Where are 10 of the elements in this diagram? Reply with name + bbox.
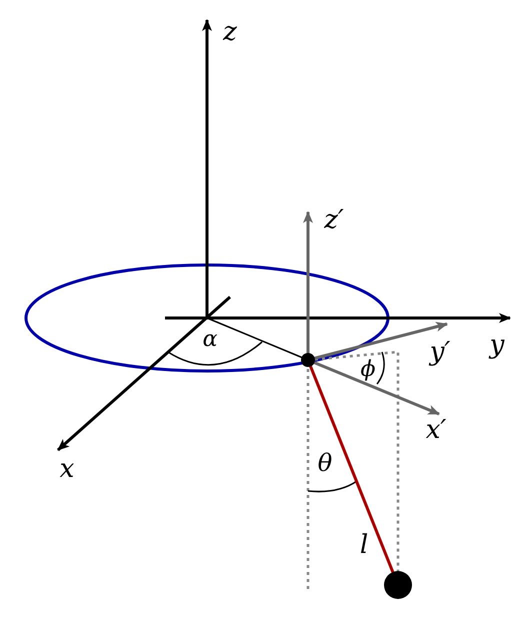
- angle-label: ϕ: [360, 359, 376, 381]
- axis-label: z′: [324, 207, 344, 233]
- axis-label: y: [490, 332, 504, 358]
- axis-label: z: [223, 19, 237, 45]
- angle-label: α: [202, 329, 218, 351]
- angle-label: θ: [318, 451, 332, 475]
- length-label: l: [360, 532, 368, 558]
- axis-label: x: [60, 456, 74, 482]
- axis-label: y′: [430, 339, 450, 365]
- axis-label: x′: [426, 417, 446, 443]
